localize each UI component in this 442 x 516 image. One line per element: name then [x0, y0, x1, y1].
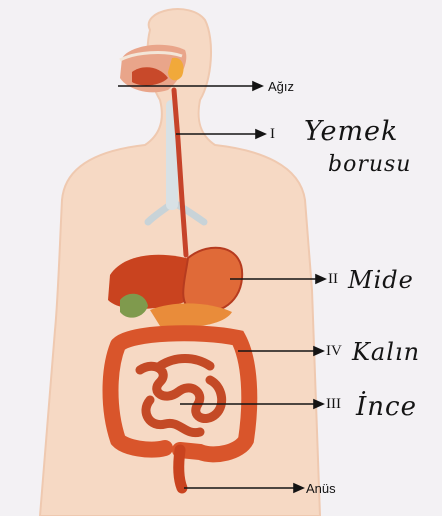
label-stomach-name: Mide	[348, 266, 414, 294]
label-esophagus-line1: Yemek	[304, 116, 398, 147]
rectum	[179, 450, 182, 488]
label-anus: Anüs	[306, 481, 336, 496]
label-large-intestine-name: Kalın	[352, 338, 420, 366]
label-mouth: Ağız	[268, 79, 294, 94]
label-stomach-numeral: II	[328, 271, 338, 288]
label-esophagus-numeral: I	[270, 126, 275, 143]
label-small-intestine-numeral: III	[326, 396, 341, 413]
label-small-intestine-name: İnce	[356, 392, 417, 422]
label-esophagus-line2: borusu	[328, 152, 411, 177]
label-large-intestine-numeral: IV	[326, 343, 342, 360]
